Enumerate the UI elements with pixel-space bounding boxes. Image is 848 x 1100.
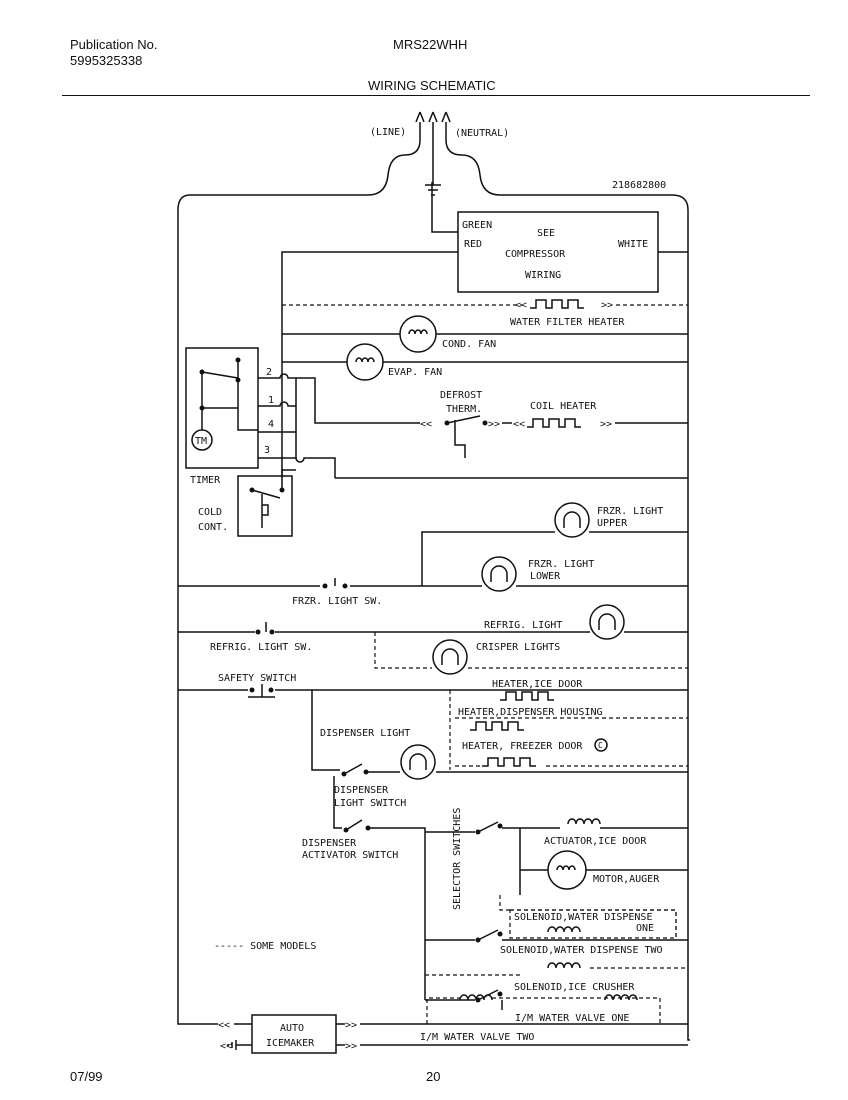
terminal-1: 1 bbox=[268, 395, 274, 406]
safety-switch-label: SAFETY SWITCH bbox=[218, 673, 296, 684]
timer-label: TIMER bbox=[190, 475, 221, 486]
svg-text:>>: >> bbox=[600, 419, 612, 430]
solenoid-dispense-one-label-2: ONE bbox=[636, 923, 654, 934]
wiring-label: WIRING bbox=[525, 270, 561, 281]
dispenser-activator-label-2: ACTIVATOR SWITCH bbox=[302, 850, 398, 861]
header-rule bbox=[62, 95, 810, 96]
copyright-mark-icon bbox=[594, 738, 608, 752]
freezer-lights: FRZR. LIGHT UPPER FRZR. LIGHT LOWER FRZR… bbox=[178, 502, 688, 607]
publication-label: Publication No. bbox=[70, 37, 158, 52]
svg-text:>>: >> bbox=[345, 1020, 357, 1031]
plug-prongs-icon bbox=[415, 111, 451, 123]
terminal-4: 4 bbox=[268, 419, 274, 430]
safety-switch-circuit: SAFETY SWITCH HEATER,ICE DOOR HEATER,DIS… bbox=[178, 673, 688, 770]
cond-fan-icon bbox=[399, 315, 437, 353]
motor-auger-label: MOTOR,AUGER bbox=[593, 874, 660, 885]
dispenser-activator-label-1: DISPENSER bbox=[302, 838, 357, 849]
cond-fan: COND. FAN bbox=[282, 315, 688, 353]
dispenser-light-switch-label-1: DISPENSER bbox=[334, 785, 389, 796]
defrost-timer: TIMER TM 2 1 4 3 bbox=[185, 347, 688, 486]
heater-freezer-door-label: HEATER, FREEZER DOOR bbox=[462, 741, 583, 752]
page-number: 20 bbox=[426, 1069, 441, 1084]
evap-fan-label: EVAP. FAN bbox=[388, 367, 442, 378]
motor-auger-icon bbox=[547, 850, 587, 890]
auto-icemaker-label-2: ICEMAKER bbox=[266, 1038, 315, 1049]
see-label: SEE bbox=[537, 228, 555, 239]
water-filter-heater-label: WATER FILTER HEATER bbox=[510, 317, 625, 328]
refrig-light: REFRIG. LIGHT REFRIG. LIGHT SW. CRISPER … bbox=[178, 604, 688, 675]
svg-text:<<: << bbox=[513, 419, 525, 430]
auto-icemaker: AUTO ICEMAKER << >> >> I/M WATER VALVE T… bbox=[218, 1014, 688, 1054]
heater-ice-door-label: HEATER,ICE DOOR bbox=[492, 679, 583, 690]
c-mark: C bbox=[598, 741, 603, 750]
defrost-therm-label-2: THERM. bbox=[446, 404, 482, 415]
svg-text:<<: << bbox=[420, 419, 432, 430]
refrig-light-icon bbox=[589, 604, 625, 640]
compressor-label: COMPRESSOR bbox=[505, 249, 566, 260]
selector-switches-label: SELECTOR SWITCHES bbox=[452, 808, 463, 910]
frzr-light-lower-label-1: FRZR. LIGHT bbox=[528, 559, 594, 570]
frzr-light-upper-icon bbox=[554, 502, 590, 538]
dispenser-light-switch-label-2: LIGHT SWITCH bbox=[334, 798, 406, 809]
frzr-light-lower-label-2: LOWER bbox=[530, 571, 561, 582]
line-label: (LINE) bbox=[370, 127, 406, 138]
cold-cont-label-2: CONT. bbox=[198, 522, 228, 533]
dispenser-light-circuit: DISPENSER LIGHT DISPENSER LIGHT SWITCH bbox=[311, 690, 688, 809]
frzr-light-lower-icon bbox=[481, 556, 517, 592]
im-water-valve-two-label: I/M WATER VALVE TWO bbox=[420, 1032, 534, 1043]
publication-number: 5995325338 bbox=[70, 53, 143, 68]
dispenser-light-icon bbox=[400, 744, 436, 780]
refrig-light-sw-label: REFRIG. LIGHT SW. bbox=[210, 642, 312, 653]
coil-heater-label: COIL HEATER bbox=[530, 401, 597, 412]
svg-text:<<: << bbox=[220, 1041, 232, 1052]
cold-control: COLD CONT. bbox=[198, 469, 296, 537]
green-label: GREEN bbox=[462, 220, 492, 231]
solenoid-dispense-one-label-1: SOLENOID,WATER DISPENSE bbox=[514, 912, 652, 923]
footer-date: 07/99 bbox=[70, 1069, 103, 1084]
frzr-light-upper-label-1: FRZR. LIGHT bbox=[597, 506, 663, 517]
defrost-therm-label-1: DEFROST bbox=[440, 390, 482, 401]
tm-label: TM bbox=[195, 436, 207, 447]
svg-text:>>: >> bbox=[601, 300, 613, 311]
terminal-3: 3 bbox=[264, 445, 270, 456]
neutral-label: (NEUTRAL) bbox=[455, 128, 509, 139]
actuator-ice-door-icon bbox=[567, 818, 601, 825]
heater-ice-door-icon bbox=[499, 691, 555, 701]
dispenser-activator-circuit: DISPENSER ACTIVATOR SWITCH SELECTOR SWIT… bbox=[302, 776, 688, 1024]
frzr-light-sw-label: FRZR. LIGHT SW. bbox=[292, 596, 382, 607]
white-label: WHITE bbox=[618, 239, 648, 250]
crisper-lights-icon bbox=[432, 639, 468, 675]
svg-text:<<: << bbox=[218, 1020, 230, 1031]
ground-icon bbox=[425, 122, 441, 196]
heater-dispenser-housing-label: HEATER,DISPENSER HOUSING bbox=[458, 707, 603, 718]
chassis-ground-icon bbox=[227, 1040, 252, 1050]
some-models-legend: ----- SOME MODELS bbox=[214, 941, 316, 952]
im-water-valve-one-label: I/M WATER VALVE ONE bbox=[515, 1013, 629, 1024]
power-supply: (LINE) (NEUTRAL) 218682800 bbox=[177, 111, 690, 1041]
frzr-light-upper-label-2: UPPER bbox=[597, 518, 628, 529]
solenoid-ice-crusher-label: SOLENOID,ICE CRUSHER bbox=[514, 982, 635, 993]
compressor-box: GREEN RED WHITE SEE COMPRESSOR WIRING bbox=[281, 182, 688, 478]
svg-text:<<: << bbox=[515, 300, 527, 311]
svg-text:>>: >> bbox=[488, 419, 500, 430]
svg-text:>>: >> bbox=[345, 1041, 357, 1052]
cond-fan-label: COND. FAN bbox=[442, 339, 496, 350]
crisper-lights-label: CRISPER LIGHTS bbox=[476, 642, 560, 653]
cold-cont-label-1: COLD bbox=[198, 507, 222, 518]
evap-fan-icon bbox=[346, 343, 384, 381]
model-number: MRS22WHH bbox=[393, 37, 468, 52]
part-number: 218682800 bbox=[612, 180, 666, 191]
auto-icemaker-label-1: AUTO bbox=[280, 1023, 304, 1034]
defrost-circuit: << >> DEFROST THERM. << >> COIL HEATER bbox=[296, 377, 688, 458]
dispenser-light-label: DISPENSER LIGHT bbox=[320, 728, 410, 739]
water-filter-heater: << >> WATER FILTER HEATER bbox=[282, 299, 688, 328]
actuator-ice-door-label: ACTUATOR,ICE DOOR bbox=[544, 836, 647, 847]
evap-fan: EVAP. FAN bbox=[282, 343, 688, 381]
red-label: RED bbox=[464, 239, 482, 250]
terminal-2: 2 bbox=[266, 367, 272, 378]
solenoid-dispense-two-label: SOLENOID,WATER DISPENSE TWO bbox=[500, 945, 663, 956]
refrig-light-label: REFRIG. LIGHT bbox=[484, 620, 562, 631]
page-title: WIRING SCHEMATIC bbox=[368, 78, 496, 93]
